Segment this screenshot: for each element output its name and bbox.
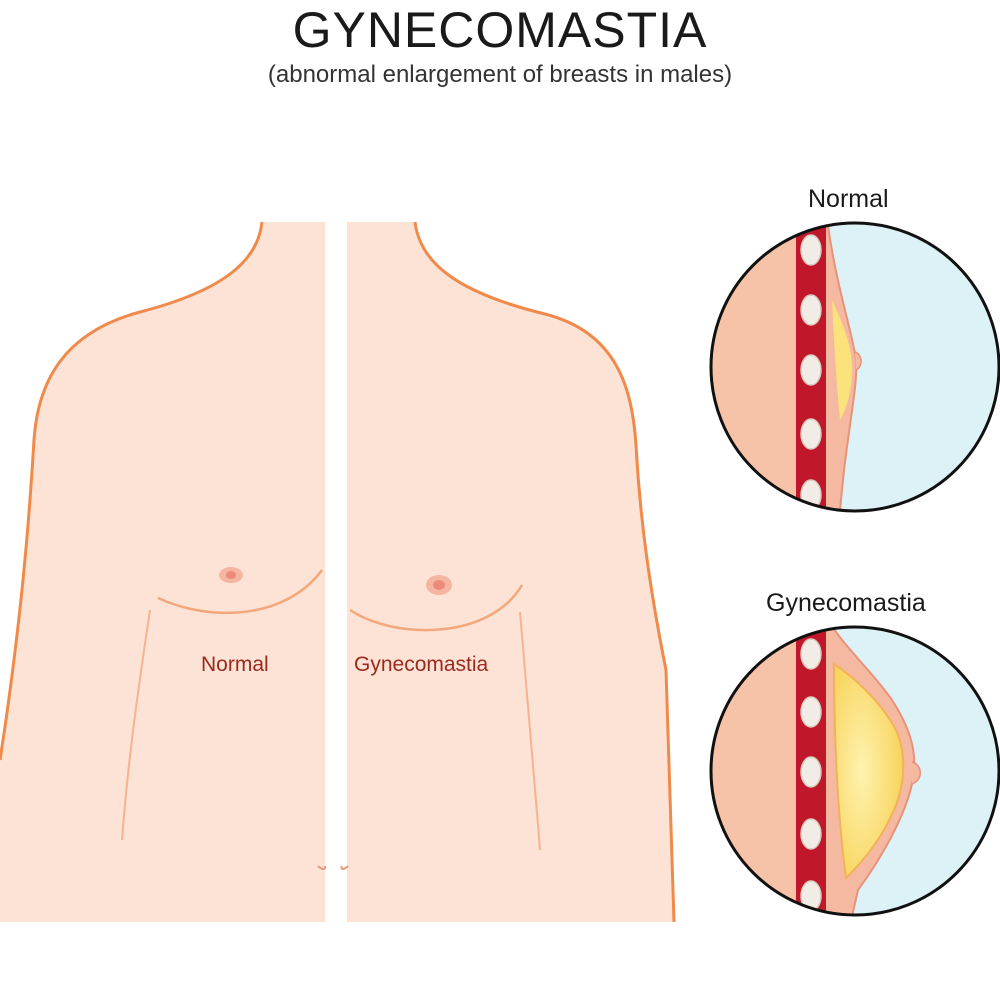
breast-contour-right [349,584,524,632]
rib [800,638,822,670]
cross-section-label-normal: Normal [808,185,889,213]
arm-crease-right [519,611,541,851]
rib [800,696,822,728]
rib [800,354,822,386]
torso-left-outline [0,221,264,761]
cross-section-normal [709,221,1000,513]
rib [800,756,822,788]
rib [800,294,822,326]
fat-layer-gynecomastia [832,662,905,881]
rib [800,418,822,450]
diagram-subtitle: (abnormal enlargement of breasts in male… [267,61,733,88]
pectoral-line-left [157,569,324,615]
torso-left-skin [0,222,325,922]
torso-normal-half [0,221,327,922]
torso-gynecomastia-half [340,221,676,923]
rib [800,818,822,850]
rib [800,234,822,266]
cross-section-label-gynecomastia: Gynecomastia [766,589,926,617]
torso-label-normal: Normal [201,653,269,676]
arm-crease-left [121,609,151,841]
torso-right-outline [413,221,676,923]
fat-layer-normal [832,300,852,420]
diagram-title: GYNECOMASTIA [292,2,708,58]
navel-right [340,865,349,870]
torso-right-skin [347,222,674,922]
navel-left [317,865,327,870]
torso-label-gynecomastia: Gynecomastia [354,653,489,676]
cross-section-gynecomastia [709,625,1000,917]
